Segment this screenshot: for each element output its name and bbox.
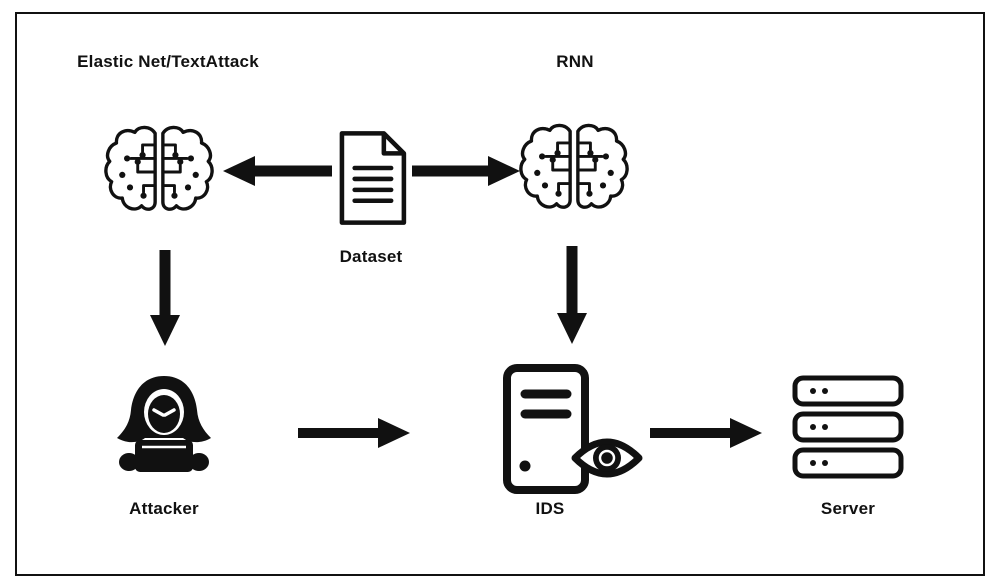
- computer-tower-eye-icon: [495, 362, 645, 497]
- ai-brain-circuit-icon: [516, 118, 632, 222]
- server-label: Server: [820, 499, 876, 518]
- dataset-label: Dataset: [339, 247, 403, 266]
- arrow-attacker-to-ids: [296, 415, 412, 451]
- arrow-rnn-to-ids: [554, 244, 590, 346]
- document-icon: [331, 124, 413, 232]
- attack-model-title: Elastic Net/TextAttack: [77, 52, 259, 71]
- arrow-dataset-to-attack-model: [222, 153, 334, 189]
- rnn-title: RNN: [556, 52, 594, 71]
- ids-label: IDS: [535, 499, 565, 518]
- attacker-label: Attacker: [129, 499, 199, 518]
- diagram-border: [15, 12, 985, 576]
- arrow-ids-to-server: [648, 415, 764, 451]
- server-stack-icon: [789, 374, 907, 482]
- hooded-hacker-icon: [99, 372, 229, 480]
- arrow-attack-model-to-attacker: [147, 248, 183, 348]
- ai-brain-circuit-icon: [101, 120, 217, 224]
- arrow-dataset-to-rnn: [410, 153, 522, 189]
